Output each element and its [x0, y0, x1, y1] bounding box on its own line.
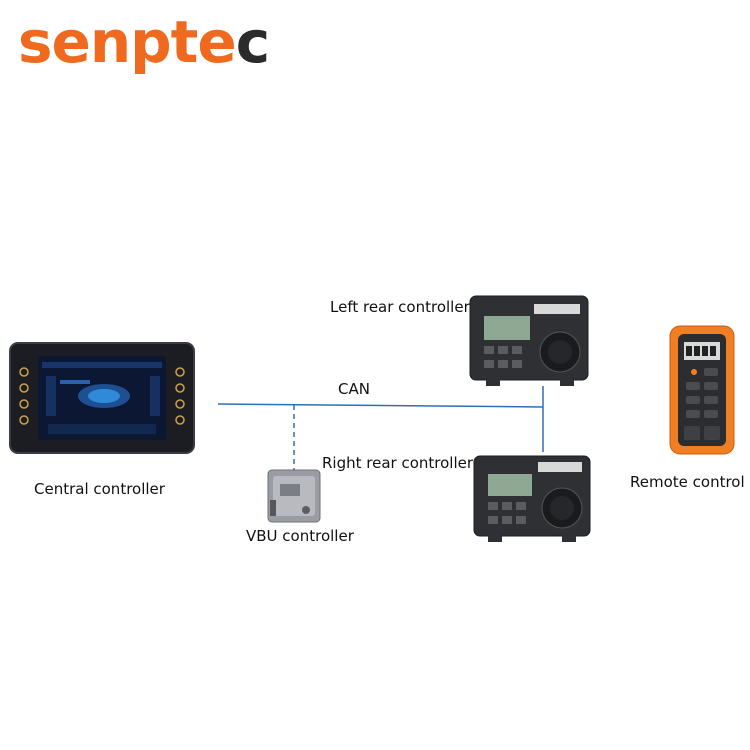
left-rear-controller-label: Left rear controller — [330, 298, 470, 316]
senptec-logo: senptec — [18, 2, 270, 82]
right-rear-controller-label: Right rear controller — [322, 454, 474, 472]
keypad-controller-icon — [469, 295, 589, 386]
vbu-module-icon — [267, 469, 321, 523]
can-bus-label: CAN — [338, 380, 370, 398]
logo-text-orange: senpte — [18, 8, 237, 76]
logo-text-dark: c — [235, 8, 270, 76]
remote-control-label: Remote control — [630, 473, 745, 491]
central-controller-label: Central controller — [34, 480, 165, 498]
display-screen-icon — [9, 342, 195, 454]
keypad-controller-icon — [473, 455, 591, 542]
vbu-controller-label: VBU controller — [246, 527, 354, 545]
remote-control-icon — [669, 325, 735, 455]
can-bus-line — [217, 403, 544, 408]
